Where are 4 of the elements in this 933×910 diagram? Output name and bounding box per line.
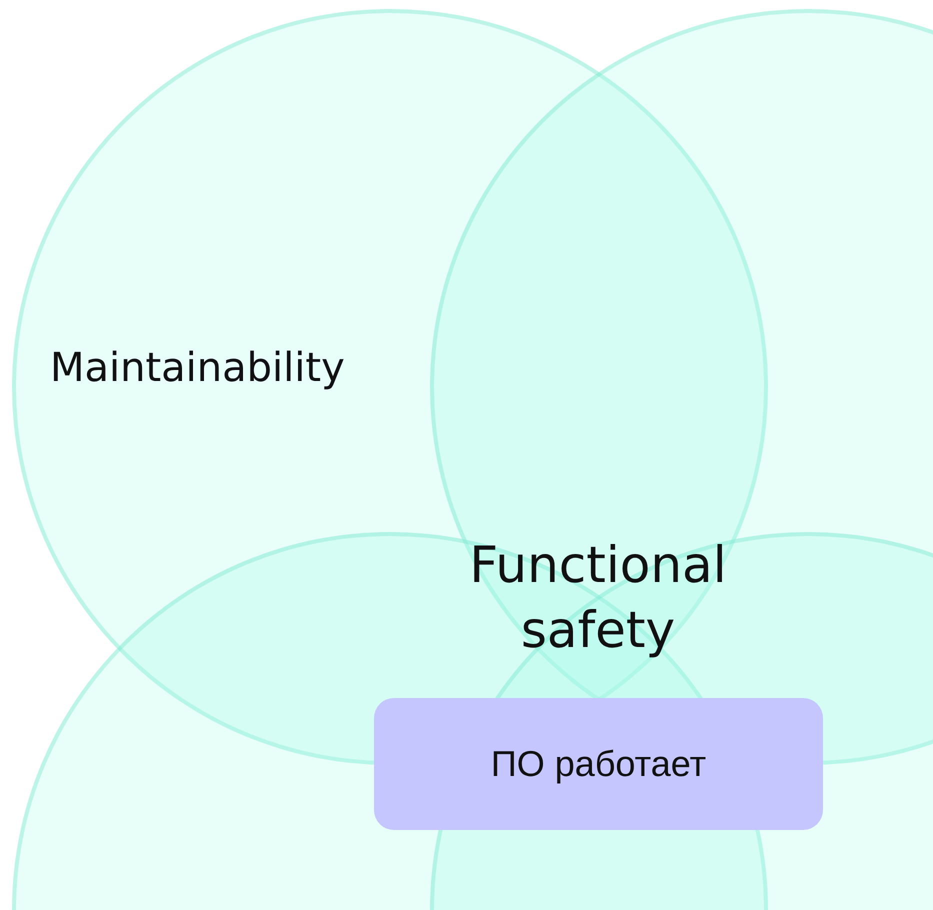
set-label: Maintainability bbox=[50, 345, 345, 391]
center-label: Functional safety bbox=[468, 535, 728, 661]
status-box bbox=[374, 698, 823, 830]
status-text: ПО работает bbox=[490, 743, 706, 785]
